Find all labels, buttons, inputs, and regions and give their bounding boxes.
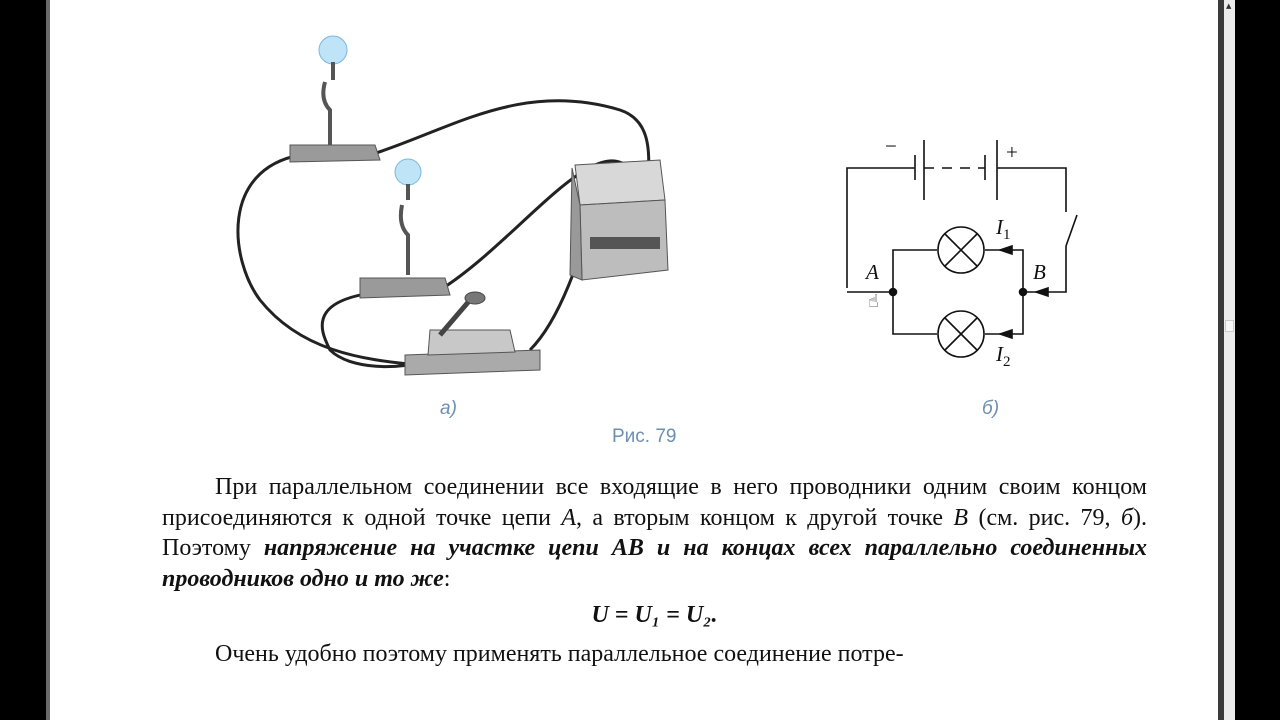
plus-label: + [1006,140,1018,164]
apparatus-illustration [236,35,669,376]
switch [404,291,541,376]
point-a-label: A [866,260,879,284]
scrollbar-thumb[interactable] [1225,320,1234,332]
switch-symbol [1065,214,1078,247]
emphasis-text: напряжение на участке цепи AB и на конца… [162,535,1147,592]
document-page [46,0,1218,720]
lamp-2 [359,158,451,299]
caption-b: б) [982,398,1000,419]
scroll-up-arrow-icon[interactable]: ▲ [1226,2,1232,10]
minus-label: − [885,134,897,158]
arrow-i2 [997,328,1013,340]
caption-a: а) [440,398,457,419]
formula: U = U₁ = U₂. [591,602,718,628]
lamp-symbol-2 [937,310,985,358]
paragraph-2: Очень удобно поэтому применять параллель… [215,640,904,667]
circuit-diagram [846,140,1078,358]
figure-title: Рис. 79 [612,426,677,447]
current-1-label: I1 [996,215,1011,244]
current-2-label: I2 [996,342,1011,371]
paragraph-1: При параллельном соединении все входящие… [162,474,1148,592]
arrow-i1 [997,244,1013,256]
body-text: При параллельном соединении все входящие… [162,472,1147,669]
point-b-label: B [1033,260,1046,284]
power-supply [569,159,669,281]
page-border [1218,0,1224,720]
svg-text:☝: ☝ [868,291,879,312]
node-a [888,287,898,297]
lamp-1 [289,35,381,163]
lamp-symbol-1 [937,226,985,274]
hand-cursor-icon: ☝ [868,291,879,312]
arrow-b [1033,286,1049,298]
node-b [1018,287,1028,297]
vertical-scrollbar[interactable] [1224,0,1235,720]
figure-79: ☝ [236,35,1078,376]
